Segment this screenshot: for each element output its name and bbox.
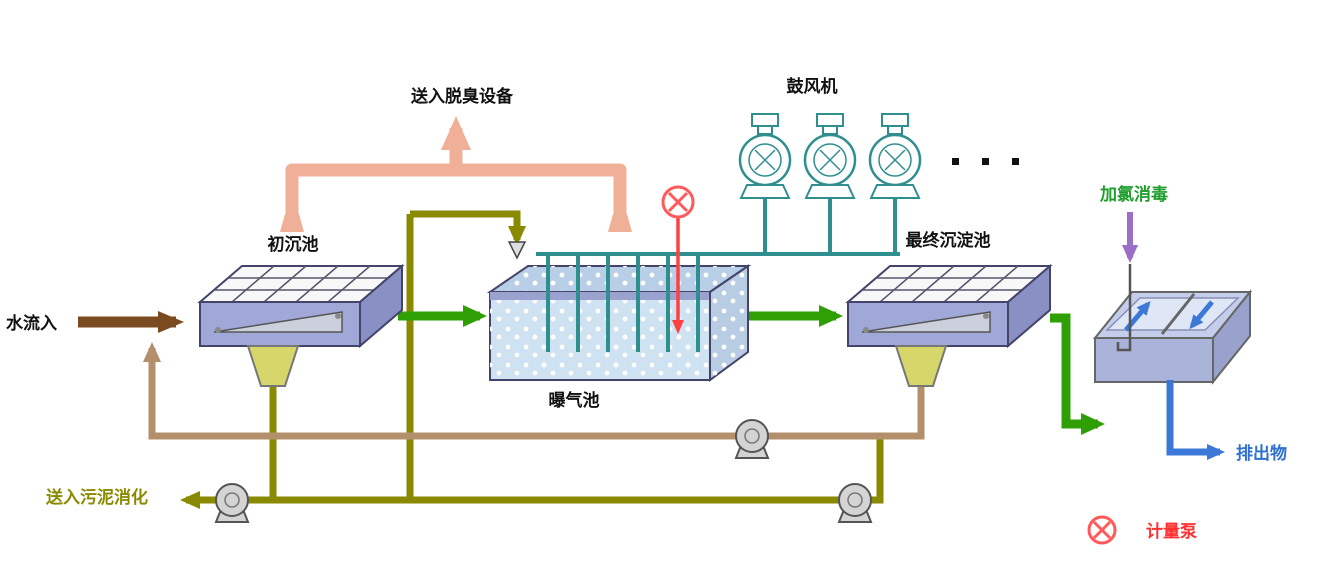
air-pipes — [536, 198, 900, 352]
outflow-label: 排出物 — [1236, 443, 1287, 464]
deodorizer-label: 送入脱臭设备 — [411, 86, 514, 107]
scraper — [213, 311, 343, 333]
blower-icon — [868, 113, 922, 199]
sludge-hopper — [246, 345, 300, 387]
channel-divider — [1160, 293, 1196, 335]
return-sludge-line — [143, 342, 925, 440]
blower-icon — [803, 113, 857, 199]
final-sedimentation-tank — [845, 263, 1053, 387]
metering-pump-icon — [661, 185, 695, 219]
flow-arrows — [398, 305, 1105, 435]
blowers-label: 鼓风机 — [787, 76, 838, 97]
inlet-funnel — [507, 241, 527, 260]
chlorine-contact-tank — [1092, 264, 1253, 385]
scraper — [861, 311, 991, 333]
aeration-tank-label: 曝气池 — [549, 390, 600, 411]
inflow-label: 水流入 — [6, 313, 57, 334]
metering-pump-legend-icon — [1087, 515, 1117, 545]
return-sludge-pump-icon — [734, 419, 770, 459]
blower-icon — [738, 113, 792, 199]
sludge-pump-icon — [214, 483, 250, 523]
aeration-tank — [486, 241, 752, 382]
sludge-hopper — [894, 345, 948, 387]
primary-tank-label: 初沉池 — [268, 234, 319, 255]
metering-pump-label: 计量泵 — [1146, 521, 1197, 542]
channel-flow-arrow — [1189, 300, 1214, 330]
effluent-arrow — [1166, 380, 1225, 460]
waste-sludge-pump-icon — [837, 483, 873, 523]
dosing-pipe — [1116, 264, 1132, 352]
legend: 计量泵 — [1087, 515, 1197, 545]
primary-sedimentation-tank — [197, 263, 405, 387]
chlorination-label: 加氯消毒 — [1099, 184, 1168, 205]
sludge-digestion-label: 送入污泥消化 — [46, 487, 148, 508]
ellipsis-dots — [952, 158, 1019, 165]
final-tank-label: 最终沉淀池 — [906, 230, 991, 251]
sludge-lines — [180, 210, 884, 509]
offgas-duct — [280, 116, 632, 232]
